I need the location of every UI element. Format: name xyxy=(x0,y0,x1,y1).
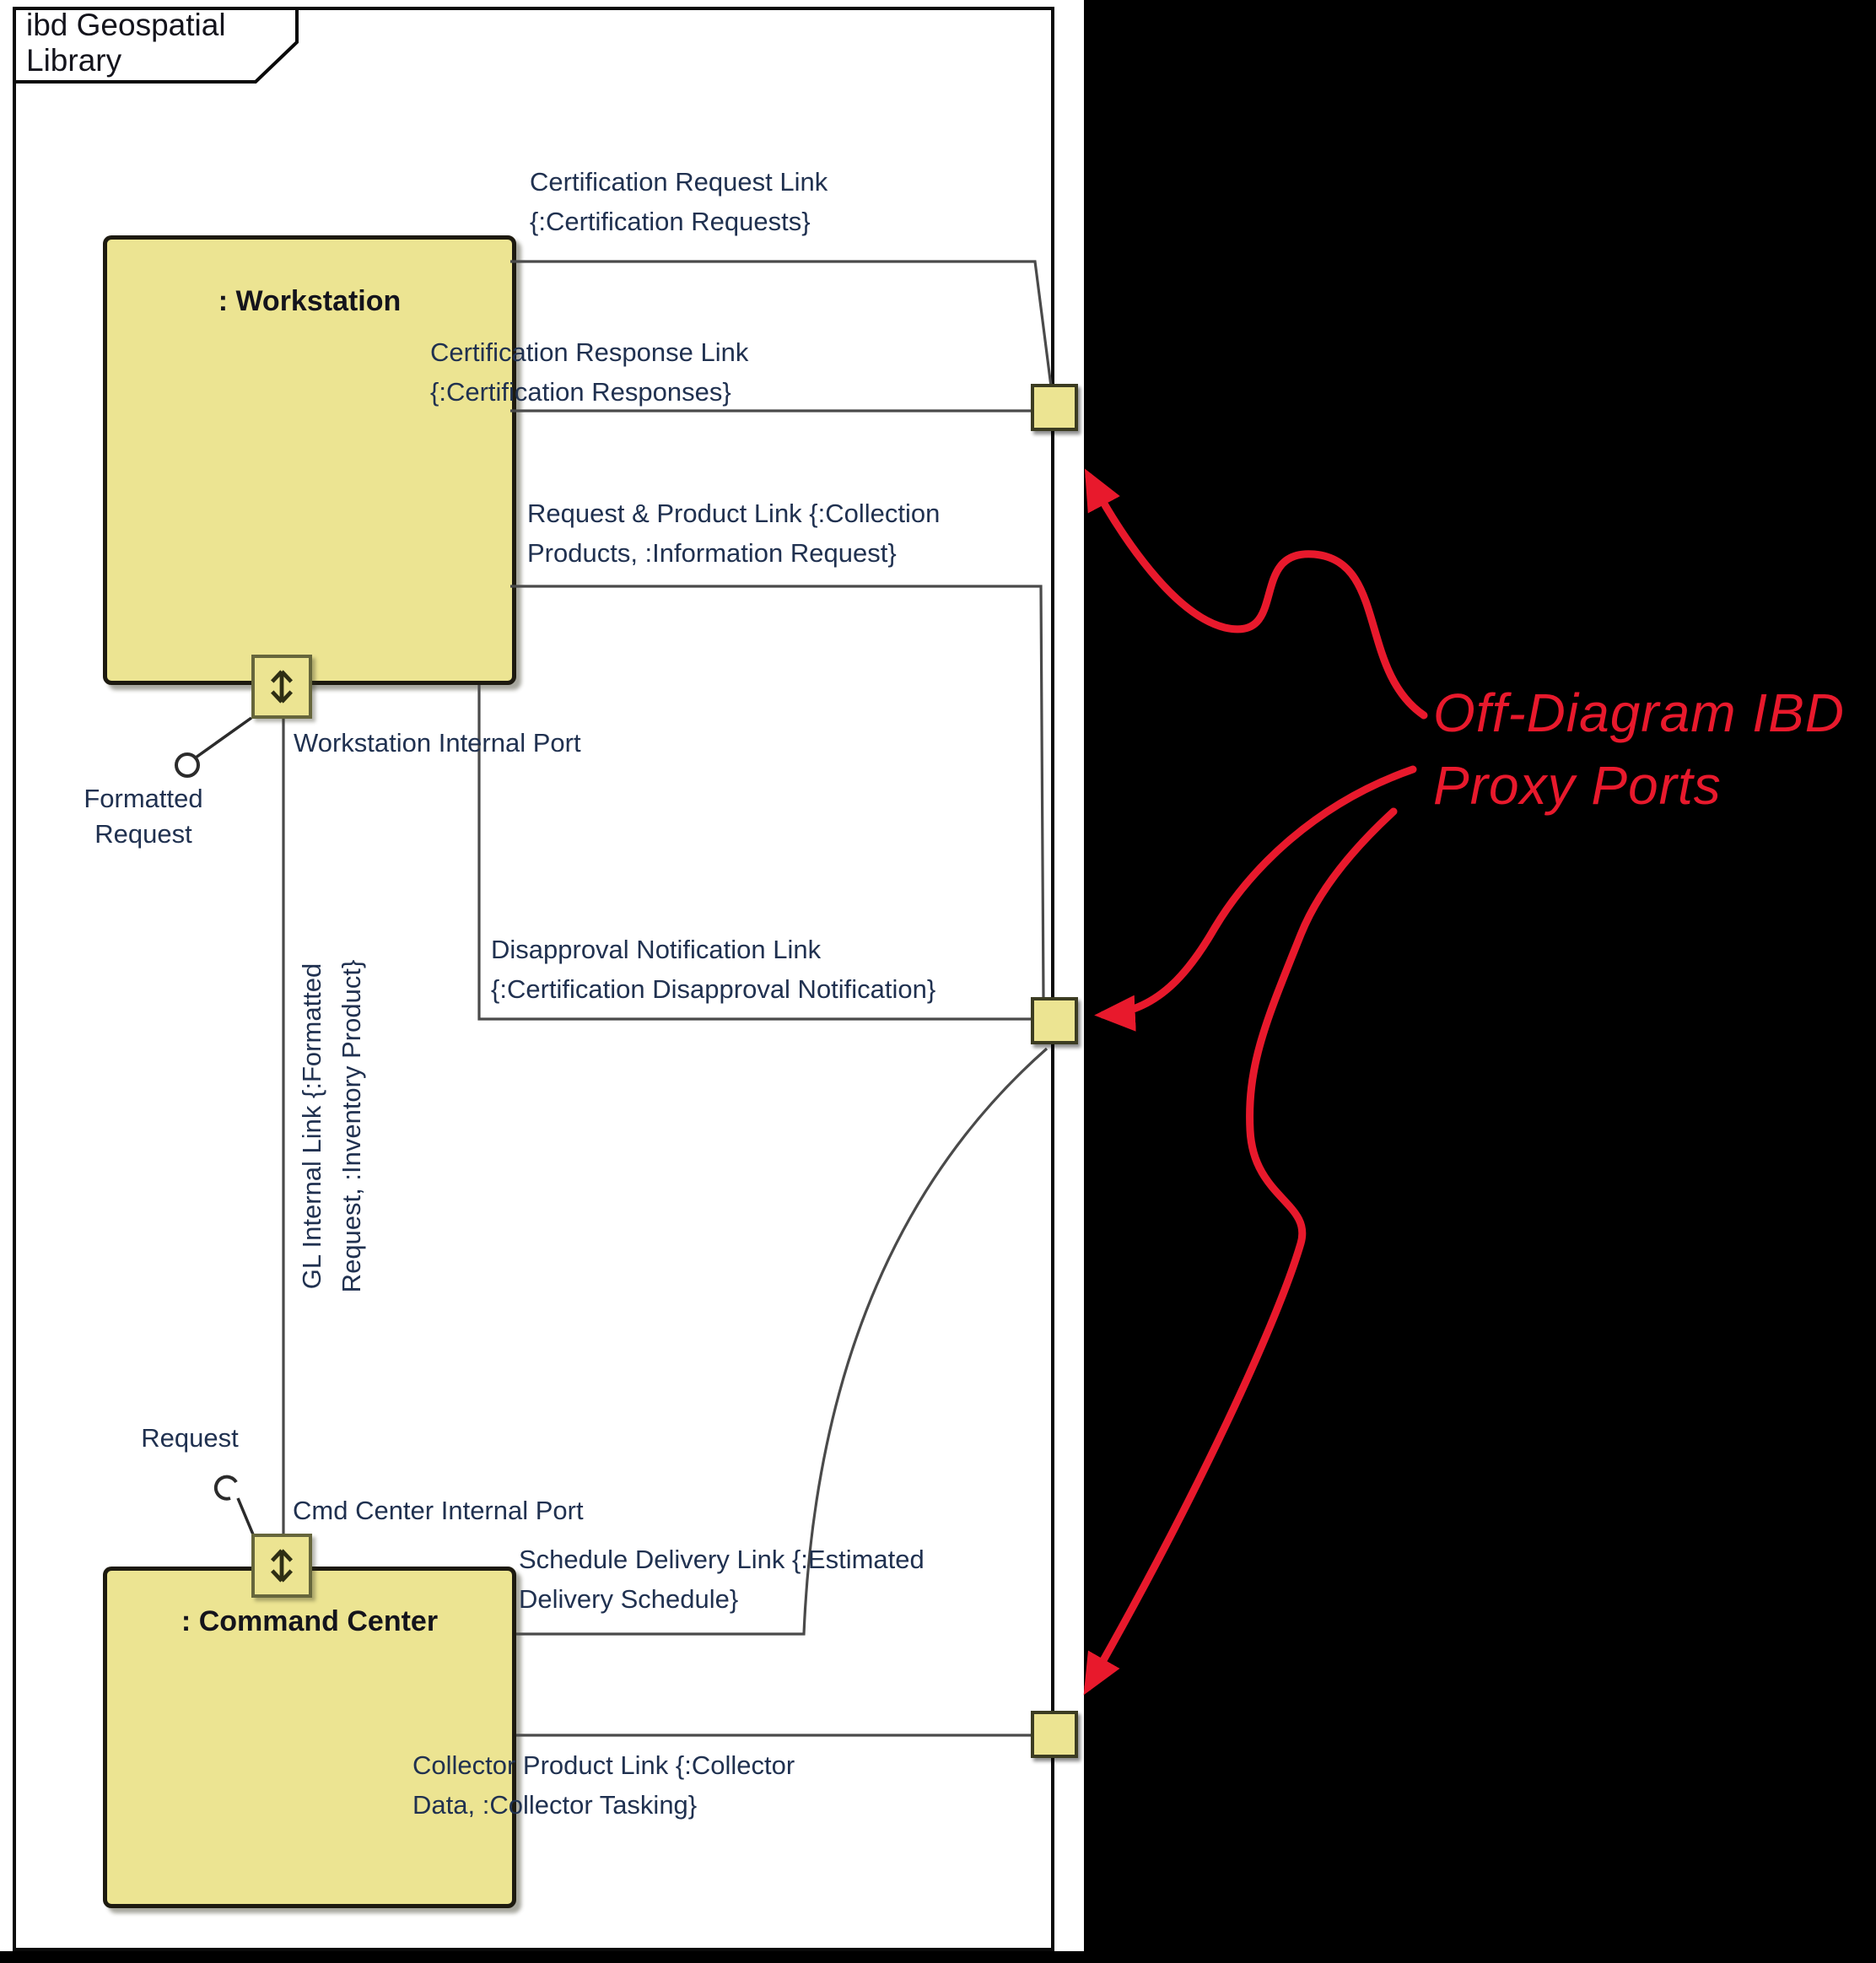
disapproval-notification-label-line2: {:Certification Disapproval Notification… xyxy=(491,974,936,1004)
off-diagram-annotation-line2: Proxy Ports xyxy=(1433,755,1722,816)
red-curved-arrow-icon-port1 xyxy=(1084,468,1428,720)
certification-request-label-line2: {:Certification Requests} xyxy=(530,207,811,236)
certification-response-label-line2: {:Certification Responses} xyxy=(430,377,731,407)
ball-interface-icon xyxy=(175,716,253,778)
cmd-center-internal-port-square xyxy=(251,1534,312,1598)
gl-internal-link-label-line1: GL Internal Link {:Formatted xyxy=(297,963,326,1290)
off-diagram-annotation-line1: Off-Diagram IBD xyxy=(1433,682,1845,743)
off-diagram-annotation: Off-Diagram IBD Proxy Ports xyxy=(1433,677,1845,822)
frame-label: ibd Geospatial Library xyxy=(26,8,226,78)
workstation-internal-port-label: Workstation Internal Port xyxy=(294,728,581,758)
socket-interface-icon xyxy=(213,1475,255,1535)
schedule-delivery-connector xyxy=(516,1047,1049,1636)
request-product-label-line1: Request & Product Link {:Collection xyxy=(527,499,941,528)
command-center-title: : Command Center xyxy=(181,1605,439,1637)
schedule-delivery-label-line2: Delivery Schedule} xyxy=(519,1584,739,1614)
cmd-center-internal-port-label: Cmd Center Internal Port xyxy=(293,1496,584,1525)
gl-internal-link-label-line2: Request, :Inventory Product} xyxy=(337,959,366,1293)
collector-product-label-line1: Collector Product Link {:Collector xyxy=(412,1750,795,1780)
collector-product-label: Collector Product Link {:Collector Data,… xyxy=(412,1745,795,1825)
formatted-request-label-line2: Request xyxy=(94,819,192,849)
bidirectional-arrow-icon xyxy=(270,1549,294,1583)
frame-proxy-port-1 xyxy=(1031,384,1078,431)
certification-request-label: Certification Request Link {:Certificati… xyxy=(530,162,827,241)
workstation-internal-port-square xyxy=(251,655,312,719)
certification-request-connector xyxy=(510,260,1053,387)
request-product-connector xyxy=(510,585,1045,1000)
schedule-delivery-label-line1: Schedule Delivery Link {:Estimated xyxy=(519,1545,925,1574)
disapproval-notification-label: Disapproval Notification Link {:Certific… xyxy=(491,930,935,1009)
command-center-block xyxy=(103,1567,516,1908)
request-socket-label: Request xyxy=(141,1423,239,1453)
formatted-request-label: Formatted Request xyxy=(67,781,219,852)
frame-proxy-port-3 xyxy=(1031,1711,1078,1758)
request-product-label: Request & Product Link {:Collection Prod… xyxy=(527,493,940,573)
frame-proxy-port-2 xyxy=(1031,997,1078,1044)
red-curved-arrow-icon-port3 xyxy=(1083,807,1398,1696)
workstation-block xyxy=(103,235,516,685)
disapproval-notification-connector xyxy=(477,685,1031,1021)
certification-response-label: Certification Response Link {:Certificat… xyxy=(430,332,748,412)
disapproval-notification-label-line1: Disapproval Notification Link xyxy=(491,935,822,964)
frame-tab xyxy=(13,7,299,84)
ibd-frame xyxy=(13,7,1054,1951)
workstation-title: : Workstation xyxy=(218,285,402,317)
certification-response-label-line1: Certification Response Link xyxy=(430,337,749,367)
bidirectional-arrow-icon xyxy=(270,670,294,704)
formatted-request-label-line1: Formatted xyxy=(84,784,203,813)
red-curved-arrow-icon-port2 xyxy=(1094,765,1417,1032)
schedule-delivery-label: Schedule Delivery Link {:Estimated Deliv… xyxy=(519,1540,925,1619)
certification-request-label-line1: Certification Request Link xyxy=(530,167,828,197)
request-product-label-line2: Products, :Information Request} xyxy=(527,538,897,568)
collector-product-label-line2: Data, :Collector Tasking} xyxy=(412,1790,698,1820)
gl-internal-link-label: GL Internal Link {:Formatted Request, :I… xyxy=(292,928,371,1324)
